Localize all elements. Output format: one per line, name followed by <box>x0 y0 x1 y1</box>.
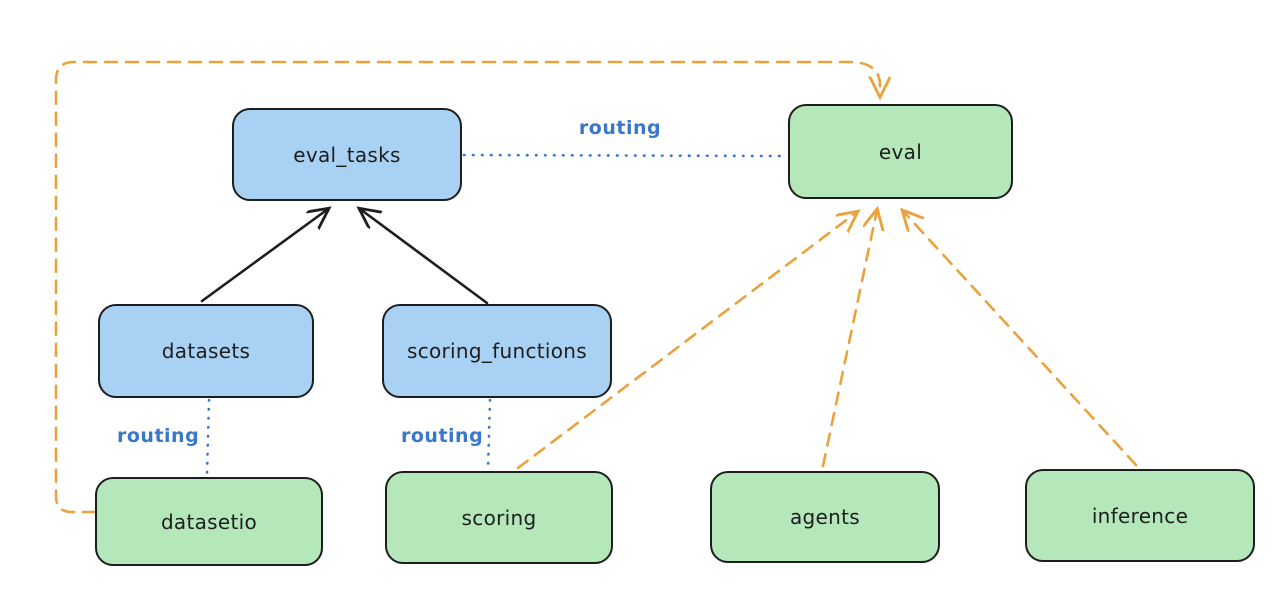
node-scoring: scoring <box>385 471 613 564</box>
node-datasets: datasets <box>98 304 314 398</box>
node-scoring-label: scoring <box>461 505 537 530</box>
edge-scoring_functions-to-eval_tasks <box>360 209 489 305</box>
edge-agents-to-eval <box>821 210 877 468</box>
routing-label-eval-tasks-to-eval: routing <box>578 117 662 139</box>
edge-scoring-to-eval <box>516 212 857 470</box>
routing-label-scoring-functions-to-scoring: routing <box>401 425 484 447</box>
routing-label-datasets-to-datasetio: routing <box>117 425 200 447</box>
node-datasetio: datasetio <box>95 477 323 566</box>
edge-inference-to-eval <box>903 211 1138 467</box>
node-eval: eval <box>788 104 1013 199</box>
node-inference: inference <box>1025 469 1255 562</box>
node-eval-tasks: eval_tasks <box>232 108 462 201</box>
node-datasetio-label: datasetio <box>160 509 258 534</box>
node-scoring-functions: scoring_functions <box>382 304 612 398</box>
node-inference-label: inference <box>1091 503 1189 528</box>
node-eval-tasks-label: eval_tasks <box>293 142 401 167</box>
edge-scoring_functions-to-scoring <box>486 398 492 470</box>
edge-datasets-to-datasetio <box>205 398 211 477</box>
node-datasets-label: datasets <box>161 339 251 363</box>
node-eval-label: eval <box>878 139 923 164</box>
edge-datasets-to-eval_tasks <box>200 209 328 303</box>
edge-eval_tasks-to-eval <box>462 153 787 158</box>
node-scoring-functions-label: scoring_functions <box>406 339 588 363</box>
node-agents: agents <box>710 471 940 563</box>
node-agents-label: agents <box>790 505 860 529</box>
